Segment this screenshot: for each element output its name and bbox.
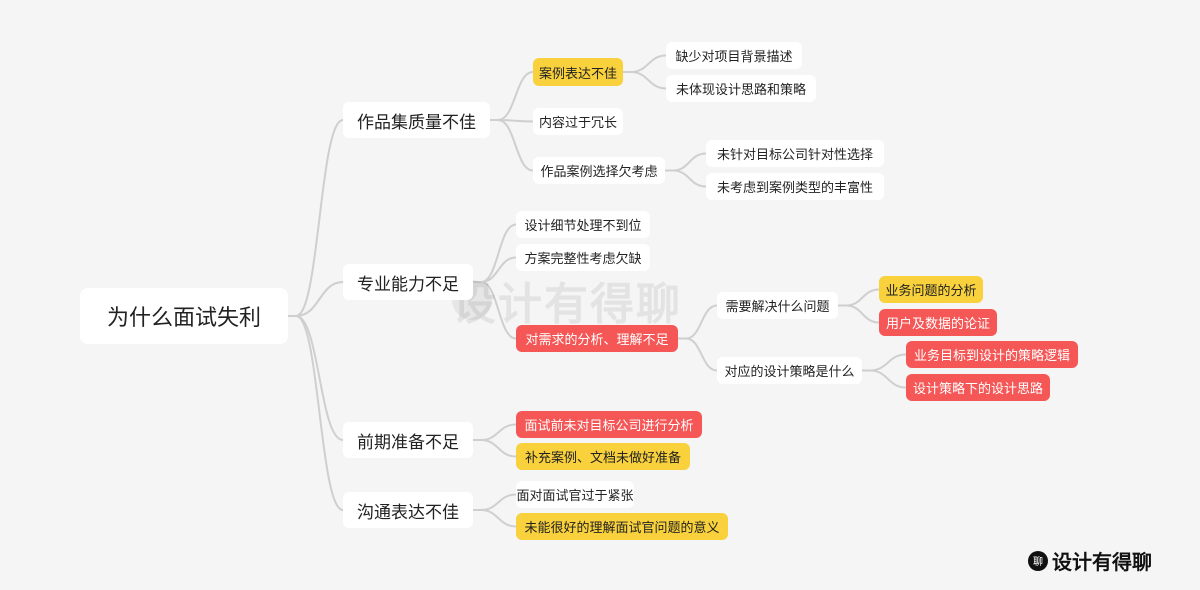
topic-node[interactable]: 面对面试官过于紧张: [516, 481, 634, 508]
connector-line: [838, 304, 880, 324]
connector-line: [862, 369, 907, 389]
branch-node[interactable]: 沟通表达不佳: [343, 492, 473, 528]
topic-node[interactable]: 需要解决什么问题: [717, 292, 838, 319]
connector-line: [665, 169, 707, 188]
branch-node[interactable]: 作品集质量不佳: [343, 102, 490, 138]
topic-node[interactable]: 内容过于冗长: [533, 108, 623, 135]
topic-node[interactable]: 用户及数据的论证: [879, 309, 997, 336]
logo-text: 设计有得聊: [1052, 550, 1152, 574]
topic-node[interactable]: 业务问题的分析: [879, 276, 983, 303]
connector-line: [473, 281, 517, 340]
topic-node[interactable]: 方案完整性考虑欠缺: [516, 244, 650, 271]
connector-line: [623, 54, 667, 73]
branch-node[interactable]: 前期准备不足: [343, 422, 473, 458]
topic-node[interactable]: 对应的设计策略是什么: [717, 357, 862, 384]
connector-line: [838, 288, 880, 307]
connector-line: [288, 119, 344, 317]
topic-node[interactable]: 未考虑到案例类型的丰富性: [706, 173, 884, 200]
connector-line: [473, 493, 517, 511]
watermark: 设计有得聊: [452, 279, 682, 330]
branch-node[interactable]: 专业能力不足: [343, 264, 473, 300]
topic-node[interactable]: 设计策略下的设计思路: [906, 374, 1050, 401]
connector-line: [623, 71, 667, 90]
connector-line: [473, 423, 517, 441]
topic-node[interactable]: 作品案例选择欠考虑: [533, 157, 665, 184]
connector-line: [678, 337, 718, 372]
topic-node[interactable]: 缺少对项目背景描述: [666, 42, 802, 69]
connector-line: [490, 119, 534, 172]
connector-line: [473, 439, 517, 458]
connector-line: [473, 509, 517, 528]
topic-node[interactable]: 未能很好的理解面试官问题的意义: [516, 513, 728, 540]
brand-logo: 聊 设计有得聊: [1028, 546, 1152, 575]
topic-node[interactable]: 对需求的分析、理解不足: [516, 325, 678, 352]
connector-line: [288, 315, 344, 511]
root-node[interactable]: 为什么面试失利: [80, 288, 288, 344]
connector-line: [665, 152, 707, 172]
logo-badge-icon: 聊: [1028, 550, 1048, 571]
connector-line: [490, 71, 534, 121]
topic-node[interactable]: 面试前未对目标公司进行分析: [516, 411, 702, 438]
topic-node[interactable]: 补充案例、文档未做好准备: [516, 443, 690, 470]
topic-node[interactable]: 设计细节处理不到位: [516, 211, 650, 238]
connector-line: [288, 281, 344, 317]
topic-node[interactable]: 未体现设计思路和策略: [666, 75, 816, 102]
connector-line: [678, 304, 718, 340]
topic-node[interactable]: 案例表达不佳: [533, 58, 623, 86]
topic-node[interactable]: 未针对目标公司针对性选择: [706, 140, 884, 167]
connector-line: [862, 353, 907, 372]
topic-node[interactable]: 业务目标到设计的策略逻辑: [906, 341, 1078, 368]
